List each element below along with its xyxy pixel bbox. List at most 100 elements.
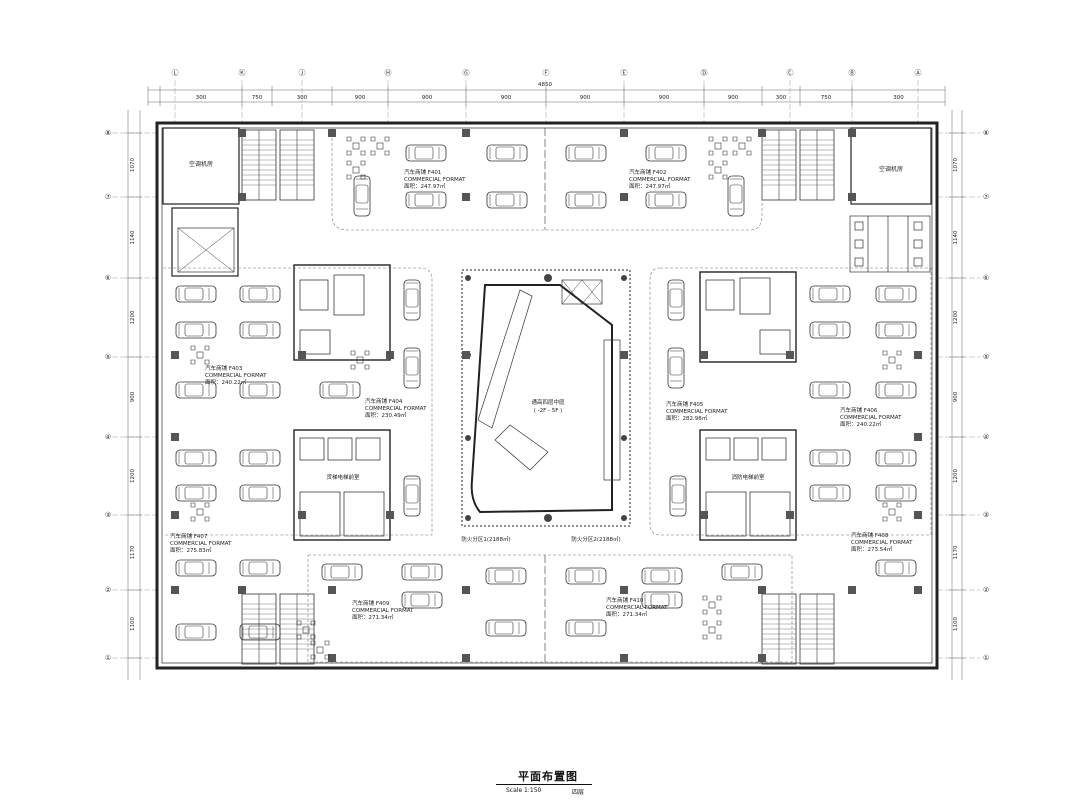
stair-core-top-left-1 <box>241 129 277 201</box>
display-car <box>809 321 851 339</box>
unit-f407-name: 汽车商铺 F407 <box>170 532 208 540</box>
fire-zone-1-label: 防火分区1(2188㎡) <box>461 535 510 543</box>
grid-row-label-right: ⑧ <box>983 129 989 137</box>
dim-top-segment: 300 <box>297 95 308 101</box>
lounge-seat <box>708 136 728 156</box>
side-dimension-lines <box>127 110 963 680</box>
display-car <box>565 567 607 585</box>
display-car <box>485 619 527 637</box>
column <box>620 193 628 201</box>
unit-f407-area: 面积：275.83㎡ <box>170 546 212 554</box>
top-dimension-lines <box>148 89 945 103</box>
ac-room-left-label: 空调机房 <box>189 160 213 168</box>
stair-core-top-right-2 <box>799 129 835 201</box>
unit-f407-format: COMMERCIAL FORMAT <box>170 541 232 547</box>
display-car <box>809 484 851 502</box>
lounge-seat <box>882 350 902 370</box>
column <box>298 511 306 519</box>
display-car <box>405 144 447 162</box>
column <box>462 586 470 594</box>
column <box>700 511 708 519</box>
unit-f403-name: 汽车商铺 F403 <box>205 364 243 372</box>
unit-label-f407: 汽车商铺 F407 COMMERCIAL FORMAT 面积：275.83㎡ <box>170 532 232 554</box>
grid-col-0: Ⓛ <box>172 69 179 123</box>
ac-room-right-label: 空调机房 <box>879 165 903 173</box>
plan-title: 平面布置图 <box>518 770 578 783</box>
display-car <box>875 381 917 399</box>
column <box>620 586 628 594</box>
freight-lift-shaft <box>171 207 239 277</box>
display-car <box>667 347 685 389</box>
lounge-seat <box>702 620 722 640</box>
display-car <box>565 619 607 637</box>
display-car <box>239 623 281 641</box>
unit-f410-name: 汽车商铺 F410 <box>606 596 644 604</box>
dim-top-segment: 300 <box>893 95 904 101</box>
unit-f404-area: 面积：230.49㎡ <box>365 411 407 419</box>
unit-f401-name: 汽车商铺 F401 <box>404 168 441 176</box>
dim-side-segment: 1070 <box>130 158 136 172</box>
atrium-sublabel: ( -2F - 5F ) <box>534 408 563 414</box>
unit-label-f402: 汽车商铺 F402 COMMERCIAL FORMAT 面积：247.97㎡ <box>629 168 691 190</box>
column <box>298 351 306 359</box>
dim-side-segment: 1200 <box>953 469 959 483</box>
unit-f406-name: 汽车商铺 F406 <box>840 406 878 414</box>
display-car <box>875 285 917 303</box>
unit-f410-area: 面积：271.34㎡ <box>606 610 648 618</box>
display-car <box>809 381 851 399</box>
lounge-seat <box>346 136 366 156</box>
stair-core-bottom-right-2 <box>799 593 835 665</box>
grid-col-label: Ⓗ <box>385 69 392 77</box>
display-car <box>645 144 687 162</box>
display-car <box>319 381 361 399</box>
fire-lift-lobby-label: 消防电梯前室 <box>731 473 765 481</box>
lounge-seat <box>190 345 210 365</box>
display-car <box>727 175 745 217</box>
display-car <box>485 567 527 585</box>
column <box>462 129 470 137</box>
column <box>620 654 628 662</box>
column <box>620 129 628 137</box>
grid-col-1: Ⓚ <box>239 69 246 123</box>
stair-core-top-right-1 <box>761 129 797 201</box>
lounge-seat <box>708 160 728 180</box>
display-car <box>405 191 447 209</box>
display-car <box>175 484 217 502</box>
unit-f409-name: 汽车商铺 F409 <box>352 599 390 607</box>
grid-row-label-left: ⑦ <box>105 193 111 201</box>
display-car <box>239 321 281 339</box>
unit-f402-format: COMMERCIAL FORMAT <box>629 177 691 183</box>
dim-side-segment: 900 <box>953 391 959 402</box>
display-car <box>403 347 421 389</box>
column <box>914 433 922 441</box>
grid-row-label-right: ⑥ <box>983 274 989 282</box>
unit-f402-name: 汽车商铺 F402 <box>629 168 666 176</box>
grid-col-label: Ⓖ <box>463 69 470 77</box>
grid-col-label: Ⓚ <box>239 69 246 77</box>
ac-room-right <box>850 127 932 205</box>
display-car <box>239 484 281 502</box>
column <box>238 193 246 201</box>
column <box>171 586 179 594</box>
unit-label-f403: 汽车商铺 F403 COMMERCIAL FORMAT 面积：240.22㎡ <box>205 364 267 386</box>
display-car <box>565 191 607 209</box>
unit-f409-format: COMMERCIAL FORMAT <box>352 608 414 614</box>
unit-f401-area: 面积：247.97㎡ <box>404 182 446 190</box>
grid-col-label: Ⓕ <box>543 69 550 77</box>
grid-row-label-left: ⑧ <box>105 129 111 137</box>
dim-top-segment: 900 <box>728 95 739 101</box>
display-car <box>809 285 851 303</box>
display-car <box>175 285 217 303</box>
display-car <box>239 449 281 467</box>
grid-row-label-right: ⑤ <box>983 353 989 361</box>
display-car <box>403 279 421 321</box>
shop-zone-outlines <box>163 128 932 663</box>
